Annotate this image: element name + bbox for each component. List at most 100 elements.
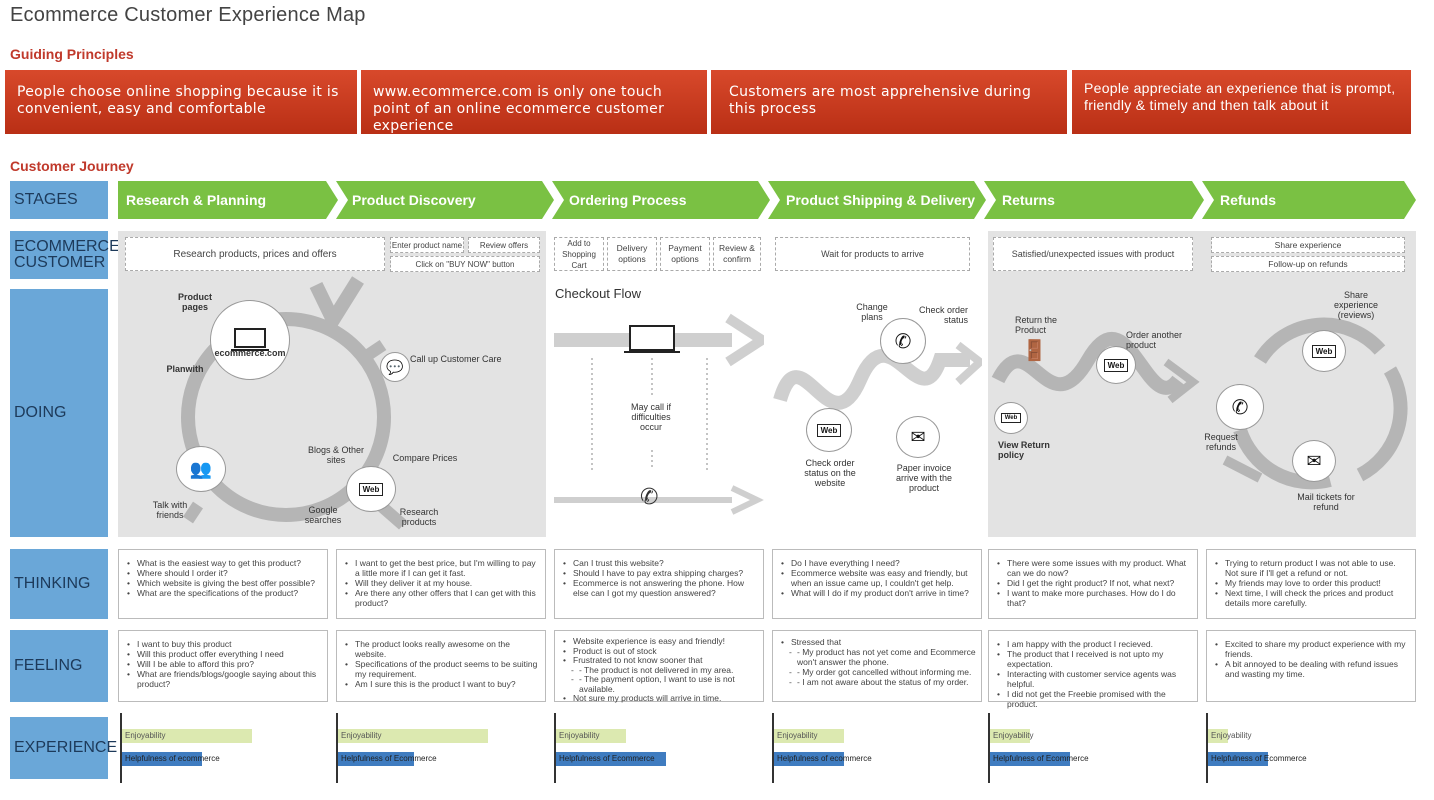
page-title: Ecommerce Customer Experience Map: [10, 4, 366, 26]
chat-icon: 💬: [380, 352, 410, 382]
door-person-icon: 🚪: [1022, 340, 1047, 362]
guiding-principles-heading: Guiding Principles: [10, 46, 134, 62]
stage-product-discovery: Product Discovery: [336, 181, 554, 219]
customer-journey-heading: Customer Journey: [10, 158, 134, 174]
helpfulness-bar: Helpfulness of ecommerce: [122, 752, 220, 766]
label-check-order-status: Check order status: [918, 305, 968, 325]
label-call-care: Call up Customer Care: [410, 354, 502, 364]
returns-wave-diagram: [991, 332, 1200, 404]
thinking-card-4: Do I have everything I need? Ecommerce w…: [772, 549, 982, 619]
web-icon-shipping: Web: [806, 408, 852, 452]
enjoyability-bar: Enjoyability: [1208, 729, 1251, 743]
action-add-cart: Add to Shopping Cart: [554, 237, 604, 271]
row-label-stages: STAGES: [10, 181, 108, 219]
list-item: Which website is giving the best offer p…: [127, 578, 323, 588]
list-item: Website experience is easy and friendly!: [563, 636, 759, 647]
web-icon-refunds: Web: [1302, 330, 1346, 372]
feeling-card-5: I am happy with the product I recieved. …: [988, 630, 1198, 709]
label-check-order-web: Check order status on the website: [804, 458, 856, 488]
feeling-card-2: The product looks really awesome on the …: [336, 630, 546, 702]
laptop-icon: [210, 300, 290, 380]
stage-returns: Returns: [984, 181, 1204, 219]
list-item: I want to get the best price, but I'm wi…: [345, 558, 541, 578]
list-item: Should I have to pay extra shipping char…: [563, 568, 759, 578]
label-paper-invoice: Paper invoice arrive with the product: [895, 463, 953, 493]
list-item: Where should I order it?: [127, 568, 323, 578]
experience-axis-line: [336, 713, 338, 783]
action-review-confirm: Review & confirm: [713, 237, 761, 271]
feeling-card-3: Website experience is easy and friendly!…: [554, 630, 764, 703]
list-item: Specifications of the product seems to b…: [345, 659, 541, 679]
action-delivery: Delivery options: [607, 237, 657, 271]
helpfulness-bar: Helpfulness of ecommerce: [774, 752, 872, 766]
action-review-offers: Review offers: [468, 237, 540, 253]
list-item: I want to make more purchases. How do I …: [997, 588, 1193, 608]
row-label-doing: DOING: [10, 289, 108, 537]
list-item: Interacting with customer service agents…: [997, 669, 1193, 689]
action-issues: Satisfied/unexpected issues with product: [993, 237, 1193, 271]
list-item: What are friends/blogs/google saying abo…: [127, 669, 323, 689]
label-may-call: May call if difficulties occur: [630, 402, 671, 432]
label-share-experience: Share experience (reviews): [1333, 290, 1379, 320]
list-item: I did not get the Freebie promised with …: [997, 689, 1193, 709]
principle-1: People choose online shopping because it…: [5, 70, 357, 134]
label-order-another: Order another product: [1126, 330, 1183, 350]
label-return-product: Return the Product: [1015, 315, 1058, 335]
row-label-experience: EXPERIENCE: [10, 717, 117, 779]
list-item: Ecommerce website was easy and friendly,…: [781, 568, 977, 588]
action-enter-product: Enter product name: [390, 237, 464, 253]
list-item: - My order got cancelled without informi…: [781, 667, 977, 677]
experience-axis-line: [772, 713, 774, 783]
feeling-card-1: I want to buy this product Will this pro…: [118, 630, 328, 702]
phone-icon: ✆: [640, 484, 659, 509]
label-checkout-flow: Checkout Flow: [555, 286, 641, 301]
list-item: A bit annoyed to be dealing with refund …: [1215, 659, 1411, 679]
thinking-card-3: Can I trust this website? Should I have …: [554, 549, 764, 619]
principle-2: www.ecommerce.com is only one touch poin…: [361, 70, 707, 134]
checkout-flow-diagram: [554, 313, 764, 515]
stage-shipping-delivery: Product Shipping & Delivery: [768, 181, 986, 219]
list-item: What will I do if my product don't arriv…: [781, 588, 977, 598]
phone-icon-refunds: ✆: [1216, 384, 1264, 430]
label-compare-prices: Compare Prices: [392, 453, 458, 463]
list-item: What is the easiest way to get this prod…: [127, 558, 323, 568]
list-item: Do I have everything I need?: [781, 558, 977, 568]
list-item: I want to buy this product: [127, 639, 323, 649]
feeling-card-4: Stressed that - My product has not yet c…: [772, 630, 982, 702]
web-icon-returns: Web: [1096, 346, 1136, 384]
thinking-card-2: I want to get the best price, but I'm wi…: [336, 549, 546, 619]
list-item: There were some issues with my product. …: [997, 558, 1193, 578]
list-item: The product looks really awesome on the …: [345, 639, 541, 659]
stage-research-planning: Research & Planning: [118, 181, 338, 219]
experience-axis-line: [1206, 713, 1208, 783]
helpfulness-bar: Helpfulness of Ecommerce: [990, 752, 1089, 766]
list-item: Trying to return product I was not able …: [1215, 558, 1411, 578]
web-icon-return-policy: Web: [994, 402, 1028, 434]
people-icon: 👥: [176, 446, 226, 492]
panel-ordering: [552, 231, 764, 537]
list-item: Next time, I will check the prices and p…: [1215, 588, 1411, 608]
action-buy-now: Click on "BUY NOW" button: [390, 256, 540, 272]
list-item: - My product has not yet come and Ecomme…: [781, 647, 977, 667]
list-item: Can I trust this website?: [563, 558, 759, 568]
experience-axis-line: [120, 713, 122, 783]
list-item: Will this product offer everything I nee…: [127, 649, 323, 659]
enjoyability-bar: Enjoyability: [338, 729, 488, 743]
experience-axis-line: [554, 713, 556, 783]
feeling-card-6: Excited to share my product experience w…: [1206, 630, 1416, 702]
mail-icon: ✉: [896, 416, 940, 458]
principle-3: Customers are most apprehensive during t…: [711, 70, 1067, 134]
list-item: What are the specifications of the produ…: [127, 588, 323, 598]
label-ecommerce-com: ecommerce.com: [214, 348, 286, 358]
list-item: The product that I received is not upto …: [997, 649, 1193, 669]
action-payment: Payment options: [660, 237, 710, 271]
label-mail-tickets: Mail tickets for refund: [1297, 492, 1355, 512]
research-cycle-diagram: [181, 276, 407, 530]
action-follow-up: Follow-up on refunds: [1211, 256, 1405, 272]
label-request-refunds: Request refunds: [1204, 432, 1238, 452]
helpfulness-bar: Helpfulness of Ecommerce: [1208, 752, 1307, 766]
action-wait: Wait for products to arrive: [775, 237, 970, 271]
refund-cycle-diagram: [1222, 317, 1408, 490]
list-item: Am I sure this is the product I want to …: [345, 679, 541, 689]
list-item: Will I be able to afford this pro?: [127, 659, 323, 669]
